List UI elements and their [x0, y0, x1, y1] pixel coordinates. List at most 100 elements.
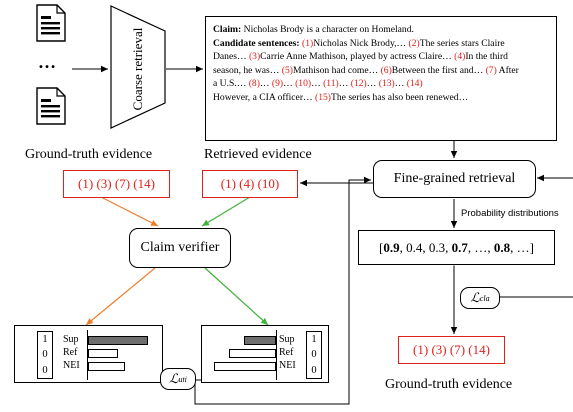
- prob-value: 0.4: [406, 239, 423, 255]
- sentence-text: After: [496, 64, 519, 76]
- class-labels-right: Sup Ref NEI: [279, 333, 296, 372]
- candidate-line-2: Danes… (3)Carrie Anne Mathison, played b…: [213, 50, 549, 64]
- class-nei-right: NEI: [279, 360, 296, 371]
- candidates-line: Candidate sentences: (1)Nicholas Nick Br…: [213, 37, 549, 51]
- loss-cla-sub: cla: [479, 293, 490, 303]
- document-icon: [36, 4, 66, 42]
- candidate-line-1: (1)Nicholas Nick Brody,… (2)The series s…: [302, 38, 505, 49]
- arrow-verifier-to-left: [85, 267, 156, 326]
- prob-value: …: [516, 239, 530, 255]
- prob-bar-ref: [229, 349, 276, 358]
- prob-values: 0.9, 0.4, 0.3, 0.7, …, 0.8, …: [383, 240, 529, 256]
- verifier-output-left: 1 0 0 Sup Ref NEI: [14, 325, 163, 383]
- prob-bar-sup: [244, 336, 276, 345]
- prob-value: 0.8: [493, 239, 511, 255]
- coarse-retrieval-label: Coarse retrieval: [130, 27, 145, 111]
- prob-separator: ,: [510, 239, 517, 255]
- class-sup-left: Sup: [63, 334, 79, 345]
- gt-evidence-box-bottom: (1) (3) (7) (14): [398, 336, 505, 364]
- arrow-verifier-to-right: [204, 267, 269, 326]
- gt-evidence-label-bottom: Ground-truth evidence: [385, 377, 513, 392]
- sentence-id: (10): [295, 78, 312, 90]
- sentence-id: (12): [350, 78, 367, 90]
- sentence-text: Carrie Anne Mathison, played by actress …: [260, 51, 455, 63]
- prob-bar-nei: [214, 362, 276, 371]
- class-labels-left: Sup Ref NEI: [63, 333, 80, 372]
- claim-verifier-box: Claim verifier: [129, 228, 231, 268]
- onehot-left-1: 0: [42, 349, 48, 361]
- sentence-id: (14): [406, 78, 423, 90]
- onehot-right-2: 0: [311, 364, 317, 376]
- sentence-text: …: [338, 78, 351, 90]
- sentence-text: …: [311, 78, 324, 90]
- gt-evidence-label-top: Ground-truth evidence: [25, 147, 153, 162]
- prob-separator: ,: [422, 239, 429, 255]
- prob-value: 0.9: [383, 239, 400, 255]
- prob-close-bracket: ]: [529, 239, 534, 255]
- prob-separator: ,: [467, 239, 475, 255]
- onehot-vector-right: 1 0 0: [306, 331, 322, 379]
- claim-heading: Claim:: [213, 24, 242, 35]
- arrow-retrieved-to-verifier: [201, 196, 251, 227]
- claim-box: Claim: Nicholas Brody is a character on …: [205, 16, 557, 141]
- sentence-text: The series stars Claire: [419, 37, 505, 49]
- sentence-id: (3): [248, 51, 261, 63]
- prob-separator: ,: [445, 239, 452, 255]
- sentence-text: season, he was…: [213, 64, 282, 76]
- sentence-text: …: [283, 78, 296, 90]
- prob-bar-nei: [88, 362, 125, 371]
- fine-grained-retrieval-box: Fine-grained retrieval: [373, 160, 536, 198]
- sentence-id: (15): [315, 91, 331, 103]
- sentence-text: …: [366, 78, 379, 90]
- sentence-text: However, a CIA officer…: [213, 91, 316, 103]
- claim-line: Claim: Nicholas Brody is a character on …: [213, 23, 549, 37]
- onehot-vector-left: 1 0 0: [37, 331, 53, 379]
- prob-bar-sup: [88, 336, 148, 345]
- sentence-text: Mathison had come…: [292, 64, 381, 76]
- class-ref-right: Ref: [279, 347, 294, 358]
- class-sup-right: Sup: [279, 334, 295, 345]
- candidate-line-3: season, he was… (5)Mathison had come… (6…: [213, 64, 549, 78]
- retrieved-evidence-label: Retrieved evidence: [204, 147, 312, 162]
- sentence-text: …: [394, 78, 407, 90]
- sentence-text: Danes…: [213, 51, 249, 63]
- coarse-retrieval-block: [110, 5, 166, 129]
- candidates-heading: Candidate sentences:: [213, 37, 300, 49]
- loss-uti-symbol: ℒ: [169, 371, 179, 386]
- sentence-id: (2): [408, 37, 420, 49]
- arrow-luti-feedback: [194, 176, 371, 405]
- loss-uti-sub: uti: [178, 374, 187, 384]
- axis-right: [276, 330, 277, 380]
- arrow-gt-to-verifier: [100, 196, 159, 227]
- onehot-right-0: 1: [311, 334, 317, 346]
- prob-vector-box: [ 0.9, 0.4, 0.3, 0.7, …, 0.8, … ]: [358, 230, 555, 265]
- sentence-text: The series has also been renewed…: [331, 91, 469, 103]
- sentence-text: In the third: [465, 51, 508, 63]
- prob-value: 0.7: [451, 239, 468, 255]
- sentence-id: (8): [248, 78, 260, 90]
- sentence-id: (4): [454, 51, 466, 63]
- sentence-id: (9): [271, 78, 284, 90]
- sentence-id: (5): [281, 64, 293, 76]
- documents-ellipsis: …: [38, 52, 56, 72]
- onehot-left-2: 0: [42, 364, 48, 376]
- sentence-id: (13): [378, 78, 395, 90]
- claim-text: Nicholas Brody is a character on Homelan…: [243, 24, 414, 35]
- retrieved-evidence-box: (1) (4) (10): [202, 170, 298, 198]
- loss-cla-symbol: ℒ: [470, 290, 480, 305]
- sentence-text: Nicholas Nick Brody,…: [313, 37, 409, 49]
- sentence-text: Between the first and…: [391, 64, 486, 76]
- verifier-output-right: Sup Ref NEI 1 0 0: [201, 325, 329, 383]
- prob-bar-ref: [88, 349, 118, 358]
- gt-evidence-box-top: (1) (3) (7) (14): [63, 170, 170, 198]
- sentence-text: …: [259, 78, 272, 90]
- prob-separator: ,: [399, 239, 407, 255]
- axis-left: [87, 330, 88, 380]
- candidate-line-4: a U.S.… (8)… (9)… (10)… (11)… (12)… (13)…: [213, 77, 549, 91]
- prob-value: …: [474, 239, 488, 255]
- class-ref-left: Ref: [63, 347, 78, 358]
- document-icon: [36, 87, 66, 125]
